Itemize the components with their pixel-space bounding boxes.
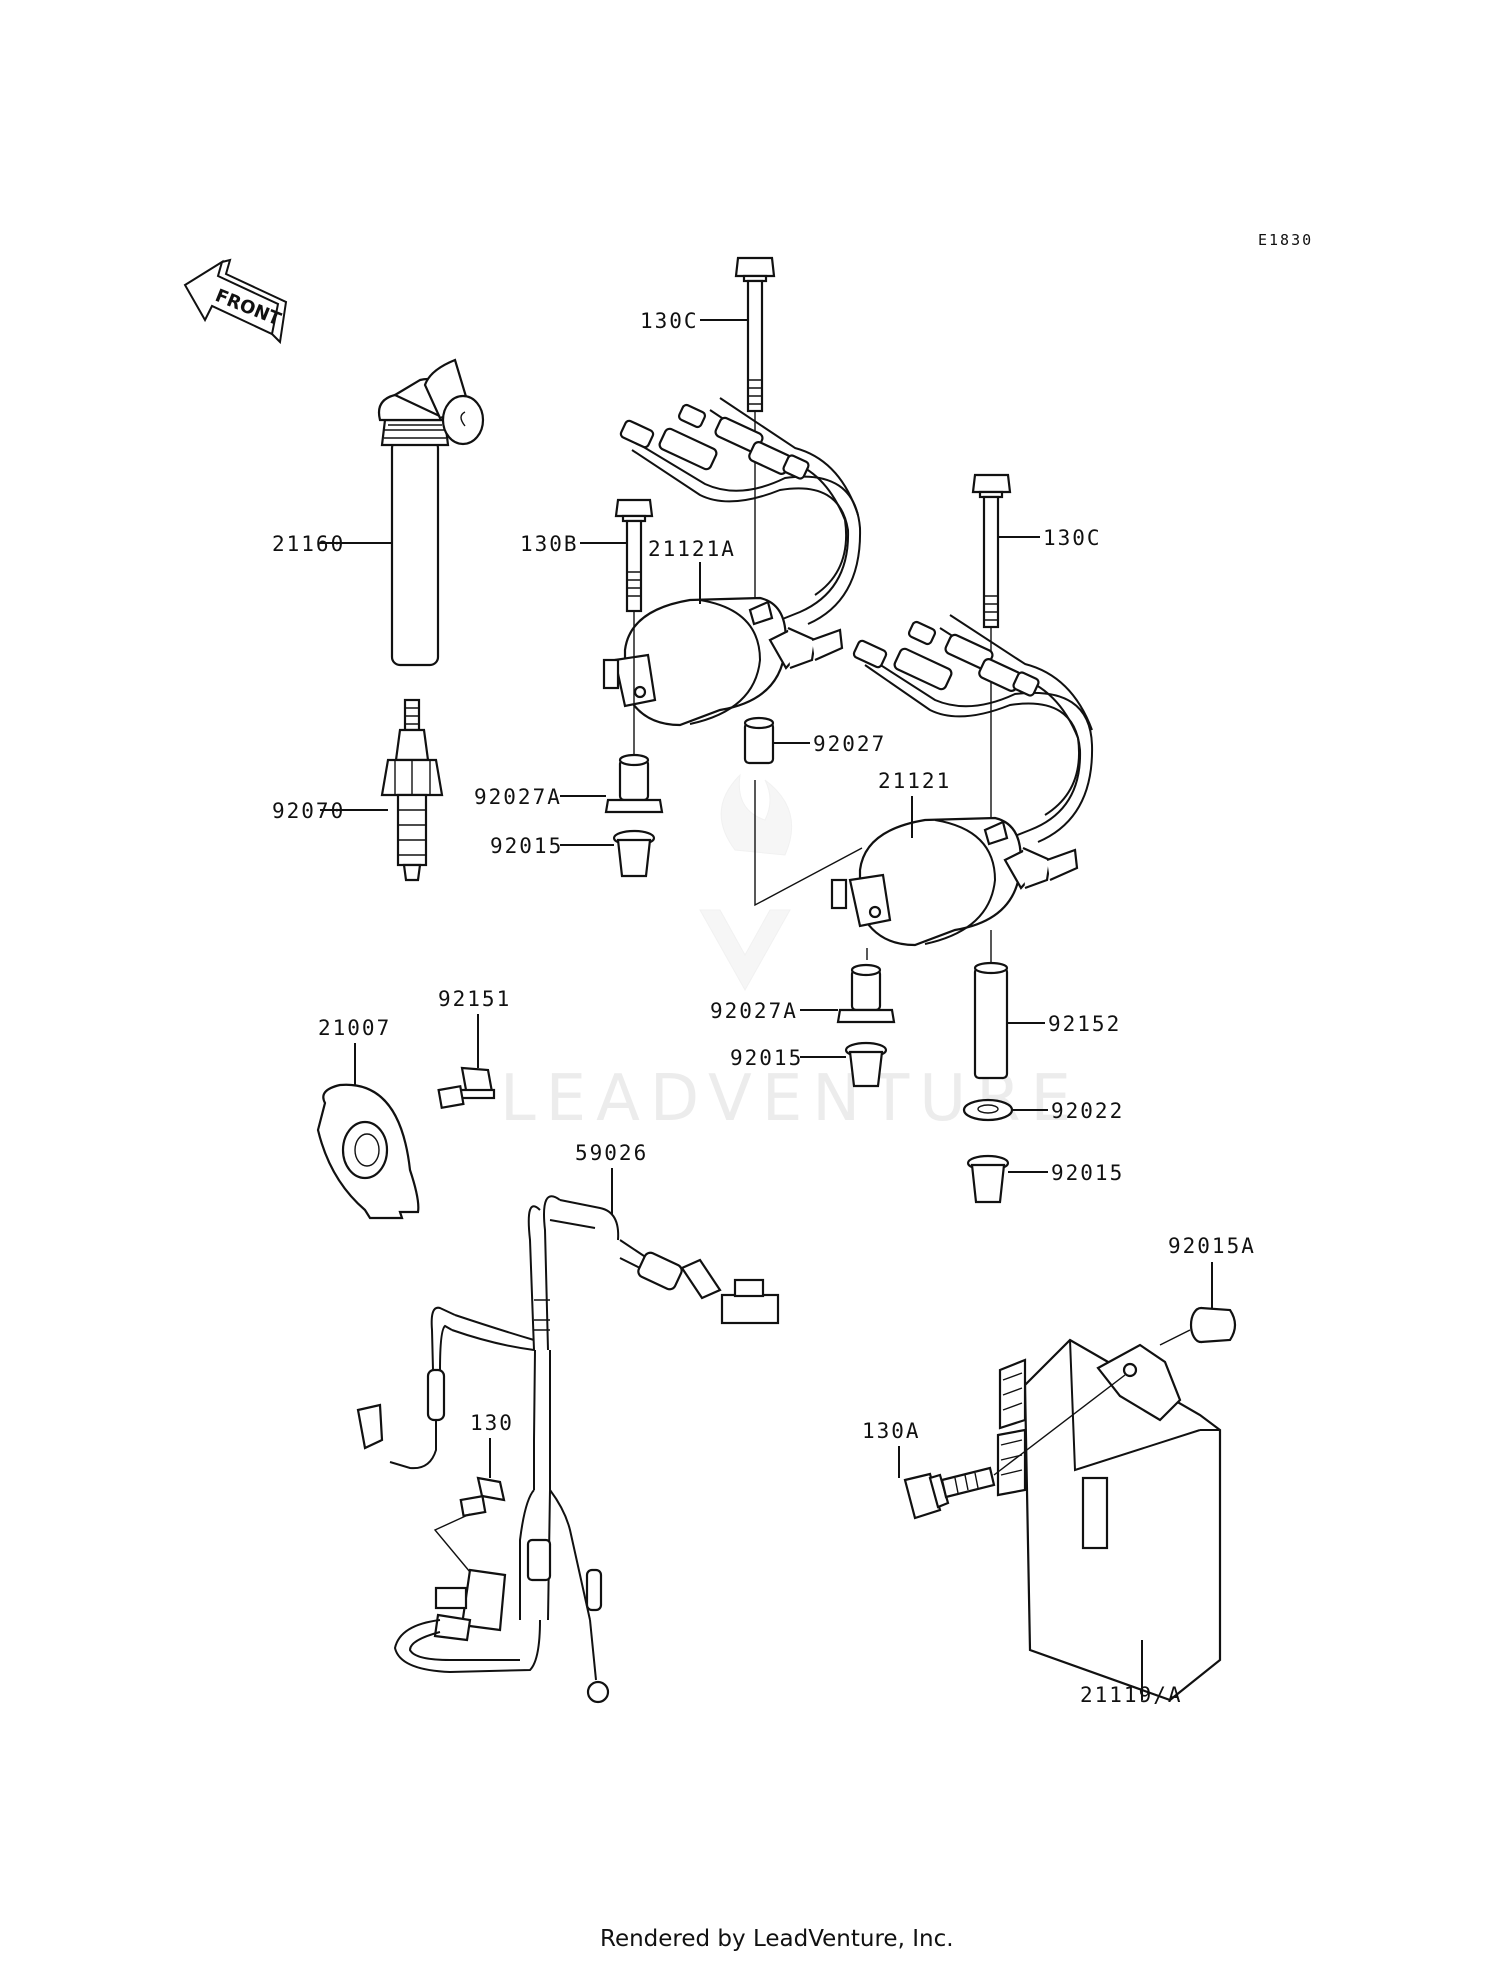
label-92022: 92022 xyxy=(1051,1099,1124,1123)
collar-92027a-left xyxy=(604,753,664,814)
bolt-130b xyxy=(614,498,654,613)
pickup-plate-21007 xyxy=(316,1083,420,1220)
label-92015-mid: 92015 xyxy=(730,1046,803,1070)
label-130a: 130A xyxy=(862,1419,921,1443)
label-21160: 21160 xyxy=(272,532,345,556)
wiring-harness-59026 xyxy=(356,1195,780,1704)
label-92151: 92151 xyxy=(438,987,511,1011)
footer-credit: Rendered by LeadVenture, Inc. xyxy=(600,1926,954,1952)
label-92015a: 92015A xyxy=(1168,1234,1256,1258)
igniter-21119a xyxy=(996,1338,1222,1702)
collar-92027a-right xyxy=(836,963,896,1024)
bolt-130a xyxy=(903,1466,996,1520)
ignition-coil-21121 xyxy=(830,614,1094,947)
washer-92022 xyxy=(962,1098,1014,1122)
front-arrow-icon: FRONT xyxy=(183,258,288,345)
label-21121a: 21121A xyxy=(648,537,736,561)
bolt-92151 xyxy=(437,1066,496,1110)
label-92152: 92152 xyxy=(1048,1012,1121,1036)
spark-plug-cap xyxy=(377,358,485,667)
bush-92015a xyxy=(1189,1306,1237,1344)
label-21119a: 21119/A xyxy=(1080,1683,1183,1707)
label-59026: 59026 xyxy=(575,1141,648,1165)
label-92027: 92027 xyxy=(813,732,886,756)
label-130c-right: 130C xyxy=(1043,526,1102,550)
spark-plug xyxy=(380,698,444,882)
bush-92015-mid xyxy=(844,1041,888,1088)
label-21121: 21121 xyxy=(878,769,951,793)
bush-92015-right xyxy=(966,1154,1010,1204)
label-92027a-left: 92027A xyxy=(474,785,562,809)
collar-92027 xyxy=(743,716,775,765)
bush-92015-left xyxy=(612,829,656,878)
ignition-coil-21121a xyxy=(602,397,862,727)
label-92027a-right: 92027A xyxy=(710,999,798,1023)
label-92015-right: 92015 xyxy=(1051,1161,1124,1185)
watermark-logo xyxy=(699,773,793,992)
bolt-130c-top xyxy=(734,256,776,413)
label-21007: 21007 xyxy=(318,1016,391,1040)
collar-92152 xyxy=(973,961,1009,1080)
label-130b: 130B xyxy=(520,532,579,556)
label-92015-left: 92015 xyxy=(490,834,563,858)
label-92070: 92070 xyxy=(272,799,345,823)
label-130c-top: 130C xyxy=(640,309,699,333)
bolt-130 xyxy=(459,1476,506,1518)
label-130: 130 xyxy=(470,1411,514,1435)
diagram-code: E1830 xyxy=(1258,231,1313,249)
bolt-130c-right xyxy=(971,473,1012,629)
